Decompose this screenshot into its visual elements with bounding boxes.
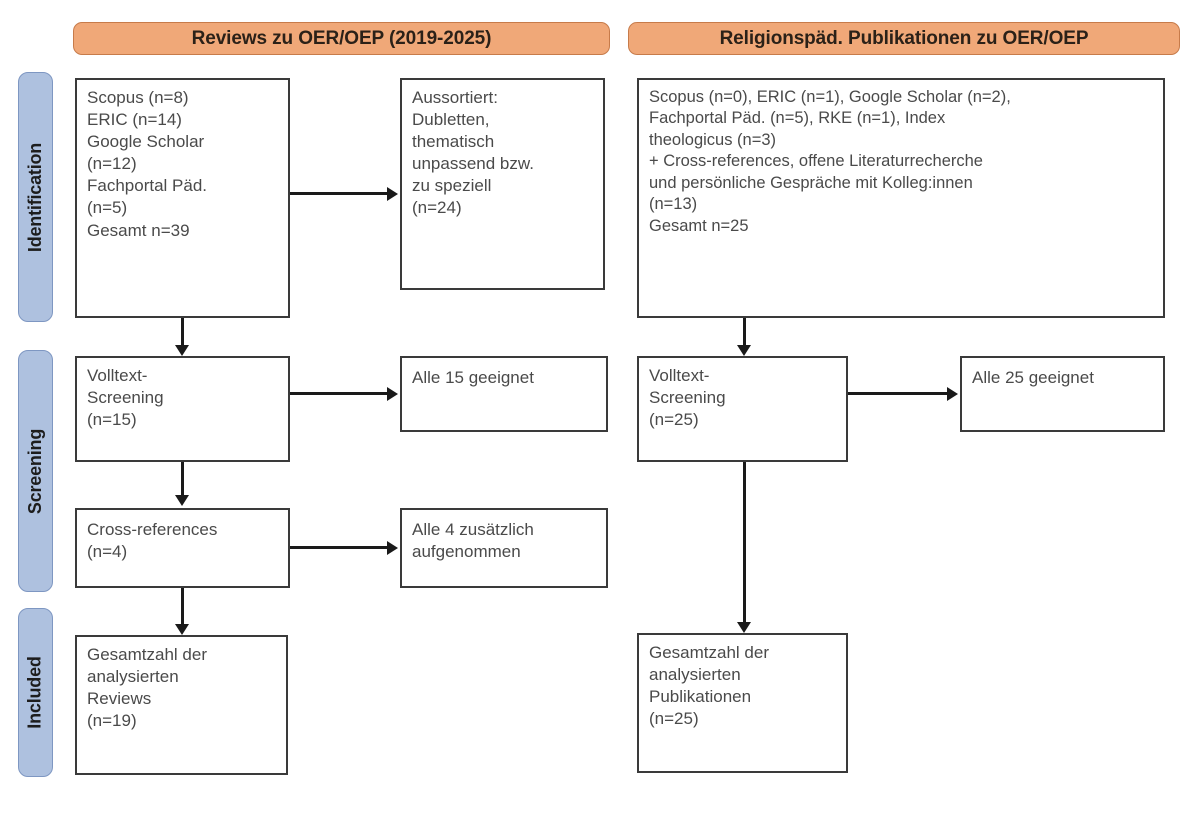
box-left-identification-sources: Scopus (n=8) ERIC (n=14) Google Scholar … <box>75 78 290 318</box>
stage-label-included: Included <box>25 656 45 729</box>
arrowhead-right-fulltext-to-result <box>947 386 958 401</box>
arrowhead-left-fulltext-to-crossref <box>175 495 189 506</box>
box-left-cross-references-result: Alle 4 zusätzlich aufgenommen <box>400 508 608 588</box>
stage-label-screening: Screening <box>25 428 46 514</box>
box-left-fulltext-result: Alle 15 geeignet <box>400 356 608 432</box>
stage-pill-included: Included <box>18 608 53 777</box>
column-header-right: Religionspäd. Publikationen zu OER/OEP <box>628 22 1180 55</box>
stage-label-identification: Identification <box>25 142 46 252</box>
arrowhead-left-sources-to-fulltext <box>175 345 189 356</box>
connector-left-crossref-to-result <box>290 546 387 549</box>
arrowhead-left-sources-to-excluded <box>387 186 398 201</box>
stage-pill-identification: Identification <box>18 72 53 322</box>
arrowhead-left-crossref-to-result <box>387 540 398 555</box>
connector-left-sources-to-excluded <box>290 192 387 195</box>
connector-right-fulltext-to-result <box>848 392 947 395</box>
connector-right-fulltext-to-included <box>743 462 746 622</box>
box-left-included-total: Gesamtzahl der analysierten Reviews (n=1… <box>75 635 288 775</box>
connector-left-fulltext-to-result <box>290 392 387 395</box>
arrowhead-left-crossref-to-included <box>175 624 189 635</box>
box-left-fulltext-screening: Volltext- Screening (n=15) <box>75 356 290 462</box>
arrowhead-right-sources-to-fulltext <box>737 345 751 356</box>
connector-left-sources-to-fulltext <box>181 318 184 345</box>
column-header-left: Reviews zu OER/OEP (2019-2025) <box>73 22 610 55</box>
box-right-identification-sources: Scopus (n=0), ERIC (n=1), Google Scholar… <box>637 78 1165 318</box>
stage-pill-screening: Screening <box>18 350 53 592</box>
box-left-cross-references: Cross-references (n=4) <box>75 508 290 588</box>
arrowhead-left-fulltext-to-result <box>387 386 398 401</box>
box-right-fulltext-screening: Volltext- Screening (n=25) <box>637 356 848 462</box>
connector-right-sources-to-fulltext <box>743 318 746 345</box>
connector-left-crossref-to-included <box>181 588 184 624</box>
box-right-included-total: Gesamtzahl der analysierten Publikatione… <box>637 633 848 773</box>
connector-left-fulltext-to-crossref <box>181 462 184 495</box>
box-right-fulltext-result: Alle 25 geeignet <box>960 356 1165 432</box>
arrowhead-right-fulltext-to-included <box>737 622 751 633</box>
box-left-excluded: Aussortiert: Dubletten, thematisch unpas… <box>400 78 605 290</box>
